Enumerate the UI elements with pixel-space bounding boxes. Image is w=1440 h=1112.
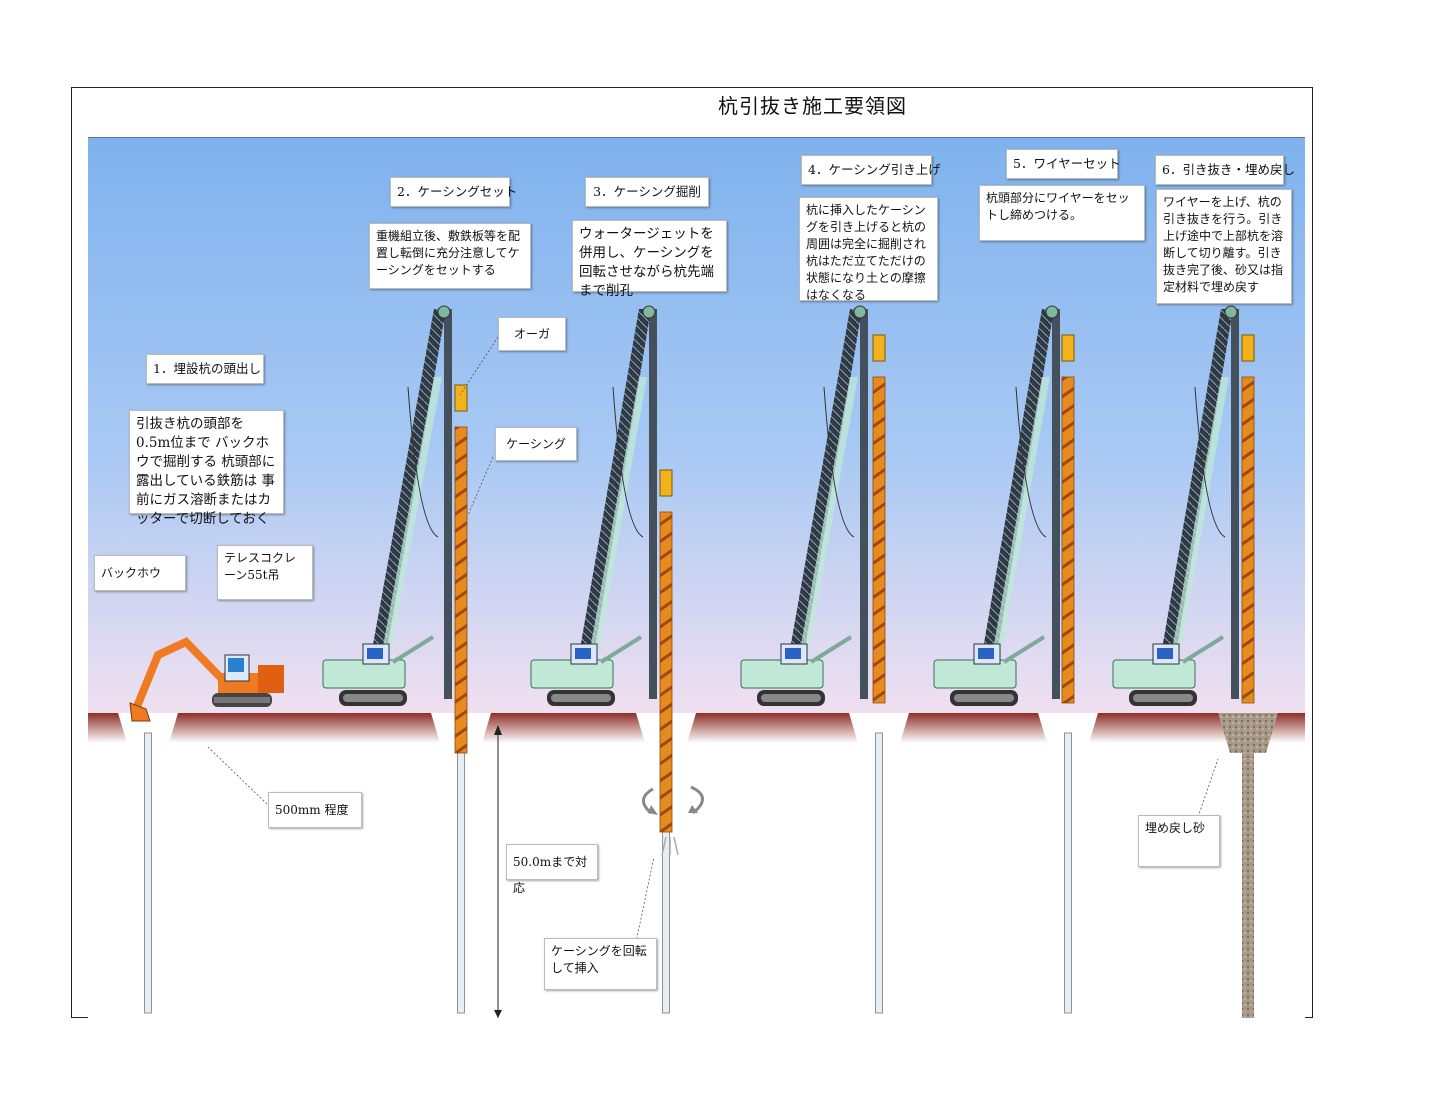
casing-label: ケーシング [495,427,577,461]
pit-6 [1218,713,1278,753]
step2-label: 2．ケーシングセット [390,177,517,207]
depth-dimension-arrow [494,725,502,1018]
piles [144,334,1255,1018]
crane-boom [786,309,862,672]
step4-label: 4．ケーシング引き上げ [801,155,941,185]
pile-2 [457,732,465,1014]
step6-description: ワイヤーを上げ、杭の引き抜きを行う。引き上げ途中で上部杭を溶断して切り離す。引き… [1156,189,1292,304]
leader-mast [860,309,868,699]
crane-2 [530,305,657,706]
auger-head-2 [659,469,673,497]
step6-label: 6．引き抜き・埋め戻し [1155,155,1295,185]
depth-500-label: 500mm 程度 [268,792,362,828]
rotation-arrows-icon [642,785,704,856]
step5-description: 杭頭部分にワイヤーをセットし締めつける。 [979,185,1145,241]
step5-label: 5．ワイヤーセット [1006,149,1121,179]
rotate-insert-label: ケーシングを回転して挿入 [544,938,657,990]
step1-label: 1．埋設杭の頭出し [146,354,264,384]
crane-4 [933,305,1060,706]
diagram-title: 杭引抜き施工要領図 [718,94,907,118]
auger-head-3 [872,334,886,362]
underground [88,743,1305,1018]
casing-pipe-5 [1241,376,1255,704]
step3-label: 3．ケーシング掘削 [585,177,709,207]
backhoe-label: バックホウ [94,555,186,591]
auger-head-5 [1241,334,1255,362]
crane-boom [1158,309,1233,672]
crane-label: テレスコクレーン55t吊 [217,545,313,600]
crane-boom [368,309,446,672]
leader-mast [1231,309,1239,699]
pile-4 [875,732,883,1014]
auger-head-4 [1061,334,1075,362]
backfill-sand-label: 埋め戻し砂 [1138,815,1220,867]
leader-lines [207,336,1219,948]
casing-pipe-4 [1061,376,1075,704]
construction-scene: 引抜き杭の頭部を 0.5m位まで バックホウで掘削する 杭頭部に露出している鉄筋… [88,137,1305,1018]
leader-mast [444,309,452,699]
casing-pipe-3 [872,376,886,704]
leader-mast [1052,309,1060,699]
pile-1 [144,732,152,1014]
crane-boom [979,309,1054,672]
crane-5 [1112,305,1239,706]
backfill-column [1242,753,1254,1018]
crane-3 [740,305,868,706]
crane-1 [322,305,452,706]
crane-boom [576,309,651,672]
step4-description: 杭に挿入したケーシングを引き上げると杭の周囲は完全に掘削され杭はただ立てただけの… [799,197,938,302]
auger-label: オーガ [498,317,566,351]
pile-5 [1064,732,1072,1014]
step3-description: ウォータージェットを併用し、ケーシングを回転させながら杭先端まで削孔 [572,220,727,299]
step2-description: 重機組立後、敷鉄板等を配置し転倒に充分注意してケーシングをセットする [369,223,531,289]
leader-mast [649,309,657,699]
auger-head-1 [454,384,468,412]
casing-pipe-2 [659,511,673,833]
cranes [322,305,1239,706]
casing-pipe-1 [454,426,468,754]
depth-50m-label: 50.0mまで対応 [506,844,598,895]
backhoe-excavator [129,637,284,722]
ground-surface [88,713,1305,743]
step1-description: 引抜き杭の頭部を 0.5m位まで バックホウで掘削する 杭頭部に露出している鉄筋… [129,410,284,527]
